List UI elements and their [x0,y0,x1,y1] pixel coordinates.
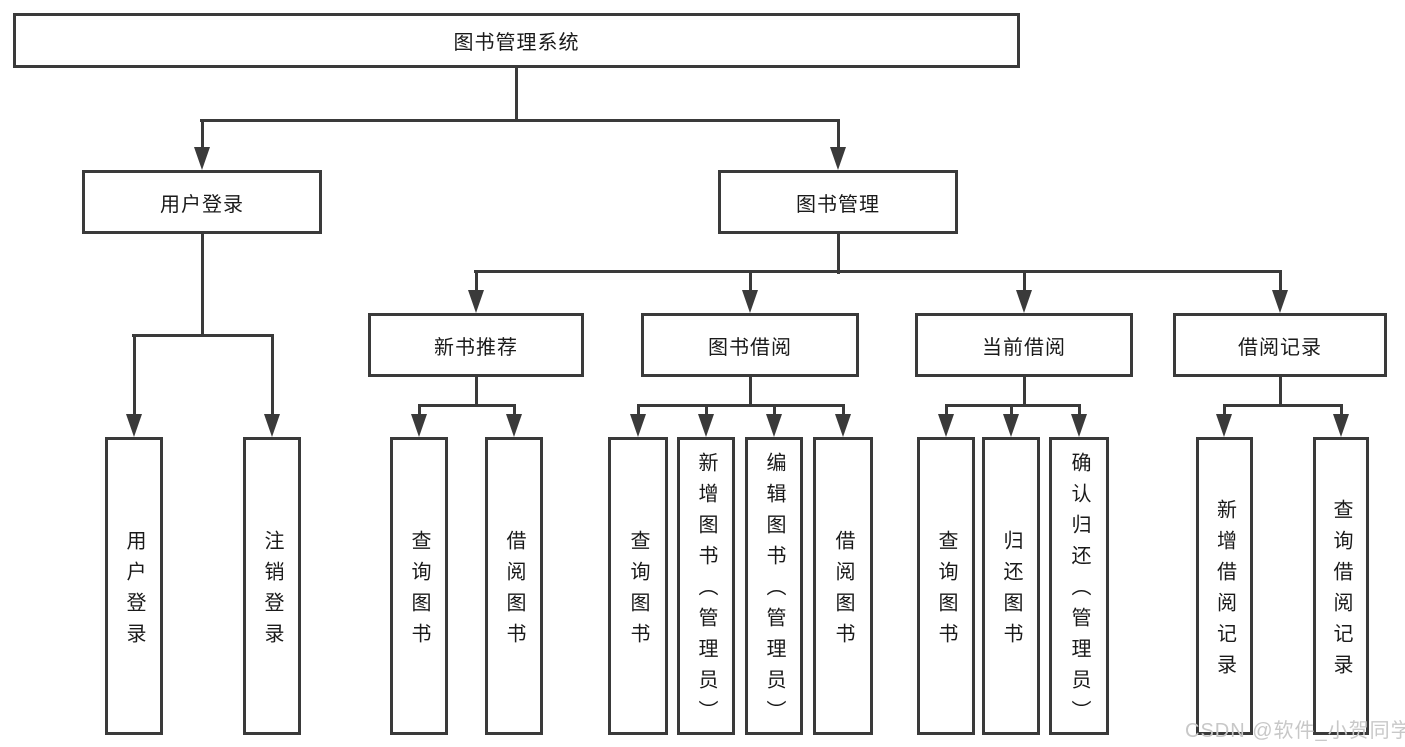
arrow-down-icon [630,414,646,437]
arrow-down-icon [1003,414,1019,437]
leaf-query-books-current: 查询图书 [917,437,975,735]
node-user-login: 用户登录 [82,170,322,234]
arrow-down-icon [766,414,782,437]
connector-line [201,119,204,149]
arrow-down-icon [1216,414,1232,437]
connector-line [1279,270,1282,292]
connector-line [1010,404,1013,416]
arrow-down-icon [126,414,142,437]
connector-line [1078,404,1081,416]
connector-line [513,404,516,416]
connector-line [475,377,478,407]
connector-line [1223,404,1343,407]
connector-line [749,377,752,407]
connector-line [474,270,1282,273]
arrow-down-icon [830,147,846,170]
connector-line [515,68,518,122]
connector-line [837,234,840,274]
connector-line [637,404,640,416]
connector-line [418,404,516,407]
arrow-down-icon [468,290,484,313]
connector-line [773,404,776,416]
leaf-logout: 注销登录 [243,437,301,735]
arrow-down-icon [1071,414,1087,437]
node-library-management-system: 图书管理系统 [13,13,1020,68]
arrow-down-icon [938,414,954,437]
arrow-down-icon [742,290,758,313]
node-current-borrowing: 当前借阅 [915,313,1133,377]
arrow-down-icon [264,414,280,437]
connector-line [271,334,274,416]
leaf-borrow-books-borrowing: 借阅图书 [813,437,873,735]
watermark-text: CSDN @软件_小贺同学 [1185,720,1405,742]
leaf-query-books-recommend: 查询图书 [390,437,448,735]
connector-line [200,119,840,122]
node-book-borrowing: 图书借阅 [641,313,859,377]
connector-line [1023,377,1026,407]
connector-line [637,404,845,407]
node-new-book-recommendation: 新书推荐 [368,313,584,377]
arrow-down-icon [698,414,714,437]
arrow-down-icon [1016,290,1032,313]
connector-line [837,119,840,149]
node-borrowing-records: 借阅记录 [1173,313,1387,377]
leaf-query-borrowing-record: 查询借阅记录 [1313,437,1369,735]
connector-line [1340,404,1343,416]
arrow-down-icon [194,147,210,170]
connector-line [749,270,752,292]
connector-line [705,404,708,416]
arrow-down-icon [411,414,427,437]
connector-line [1223,404,1226,416]
connector-line [1279,377,1282,407]
connector-line [842,404,845,416]
node-book-management: 图书管理 [718,170,958,234]
arrow-down-icon [506,414,522,437]
connector-line [132,334,274,337]
leaf-user-login: 用户登录 [105,437,163,735]
leaf-confirm-return-admin: 确认归还（管理员） [1049,437,1109,735]
connector-line [133,334,136,416]
leaf-borrow-books-recommend: 借阅图书 [485,437,543,735]
connector-line [418,404,421,416]
connector-line [201,234,204,337]
arrow-down-icon [1333,414,1349,437]
arrow-down-icon [835,414,851,437]
leaf-add-book-admin: 新增图书（管理员） [677,437,735,735]
leaf-add-borrowing-record: 新增借阅记录 [1196,437,1253,735]
leaf-return-book: 归还图书 [982,437,1040,735]
leaf-edit-book-admin: 编辑图书（管理员） [745,437,803,735]
connector-line [475,270,478,292]
arrow-down-icon [1272,290,1288,313]
connector-line [945,404,1081,407]
connector-line [1023,270,1026,292]
connector-line [945,404,948,416]
leaf-query-books-borrowing: 查询图书 [608,437,668,735]
